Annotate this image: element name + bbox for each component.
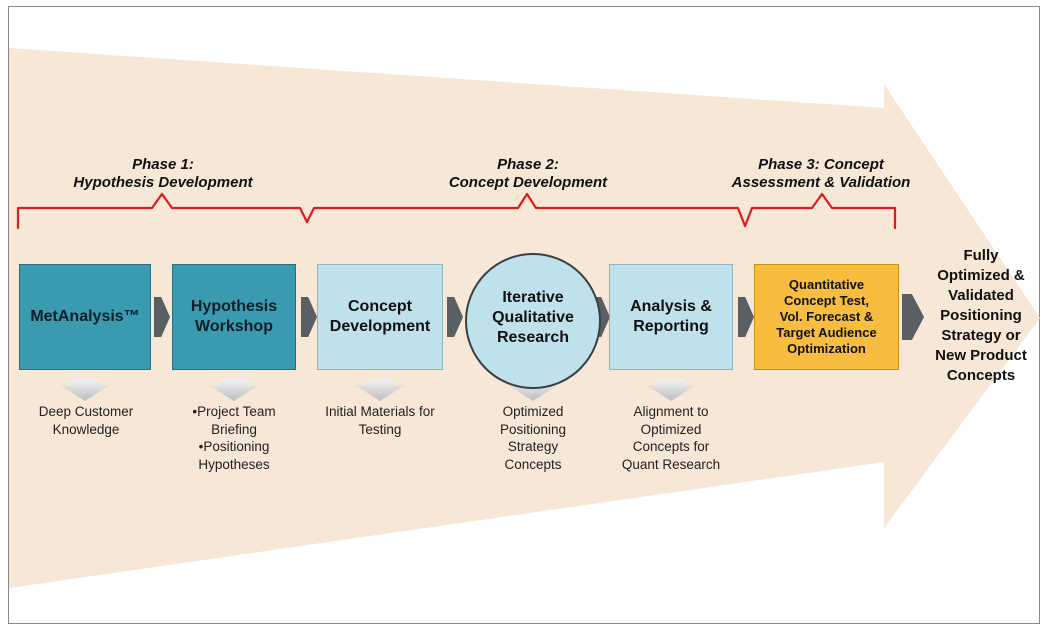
step-quantitative-test-label-5: Optimization: [787, 341, 866, 356]
connector-arrow-5-icon: [738, 297, 754, 337]
step-metanalysis-label: MetAnalysis™: [30, 308, 140, 325]
step-analysis-reporting-label-2: Reporting: [633, 318, 709, 335]
output-analysis-reporting: Alignment to Optimized Concepts for Quan…: [600, 403, 742, 473]
step-concept-development-label-1: Concept: [348, 298, 412, 315]
connector-arrow-1-icon: [154, 297, 170, 337]
output-analysis-reporting-line-1: Alignment to: [633, 404, 709, 419]
final-outcome-line-5: Strategy or: [941, 327, 1021, 344]
phase-1-title-line-2: Hypothesis Development: [73, 174, 253, 191]
step-concept-development-label-2: Development: [329, 318, 431, 335]
phase-1-title-line-1: Phase 1:: [132, 156, 194, 173]
output-analysis-reporting-line-3: Concepts for: [632, 439, 710, 454]
step-quantitative-test-label-2: Concept Test,: [783, 293, 869, 308]
output-qualitative-research-line-1: Optimized: [502, 404, 564, 419]
phase-1-bracket: [16, 192, 309, 230]
final-outcome-line-4: Positioning: [940, 307, 1022, 324]
output-hypothesis-workshop-line-1: •Project Team: [192, 404, 276, 419]
phase-1-title: Phase 1: Hypothesis Development: [48, 156, 278, 192]
output-hypothesis-workshop-line-2: Briefing: [211, 421, 257, 437]
step-qualitative-research-label-1: Iterative: [502, 289, 564, 306]
step-analysis-reporting-label-1: Analysis &: [630, 298, 712, 315]
output-metanalysis-line-1: Deep Customer: [38, 404, 134, 419]
output-hypothesis-workshop-line-4: Hypotheses: [198, 456, 270, 472]
output-concept-development-line-2: Testing: [358, 421, 402, 437]
final-outcome-line-2: Optimized &: [937, 267, 1025, 284]
final-outcome: Fully Optimized & Validated Positioning …: [922, 246, 1040, 386]
connector-arrow-2-icon: [301, 297, 317, 337]
step-quantitative-test-label-3: Vol. Forecast &: [779, 309, 874, 324]
step-concept-development-box: Concept Development: [317, 264, 443, 370]
step-quantitative-test-label-4: Target Audience: [776, 325, 877, 340]
step-qualitative-research-label: Iterative Qualitative Research: [465, 288, 601, 348]
connector-arrow-3-icon: [447, 297, 463, 337]
output-qualitative-research-line-2: Positioning: [499, 421, 567, 437]
step-analysis-reporting-box: Analysis & Reporting: [609, 264, 733, 370]
phase-3-title-line-2: Assessment & Validation: [731, 174, 911, 191]
output-analysis-reporting-line-4: Quant Research: [621, 456, 721, 472]
phase-2-bracket: [305, 192, 747, 228]
step-qualitative-research-label-3: Research: [496, 329, 570, 346]
output-qualitative-research: Optimized Positioning Strategy Concepts: [462, 403, 604, 473]
down-arrow-1-icon: [60, 379, 110, 401]
phase-2-title-line-2: Concept Development: [448, 174, 608, 191]
output-analysis-reporting-line-2: Optimized: [640, 421, 702, 437]
output-hypothesis-workshop-line-3: •Positioning: [198, 439, 270, 454]
step-hypothesis-workshop-label-1: Hypothesis: [190, 298, 278, 315]
step-metanalysis-box: MetAnalysis™: [19, 264, 151, 370]
step-qualitative-research-circle: [465, 253, 601, 389]
down-arrow-3-icon: [355, 379, 405, 401]
output-concept-development: Initial Materials for Testing: [306, 403, 454, 438]
step-quantitative-test-box: Quantitative Concept Test, Vol. Forecast…: [754, 264, 899, 370]
final-outcome-line-7: Concepts: [946, 367, 1016, 384]
output-qualitative-research-line-3: Strategy: [507, 439, 559, 454]
output-metanalysis-line-2: Knowledge: [52, 421, 120, 437]
phase-3-title: Phase 3: Concept Assessment & Validation: [708, 156, 934, 192]
phase-2-title: Phase 2: Concept Development: [418, 156, 638, 192]
output-qualitative-research-line-4: Concepts: [504, 456, 562, 472]
output-hypothesis-workshop: •Project Team Briefing •Positioning Hypo…: [164, 403, 304, 473]
down-arrow-2-icon: [209, 379, 259, 401]
final-outcome-line-1: Fully: [963, 247, 999, 264]
step-quantitative-test-label-1: Quantitative: [788, 277, 865, 292]
step-hypothesis-workshop-label-2: Workshop: [195, 318, 273, 335]
phase-2-title-line-1: Phase 2:: [497, 156, 559, 173]
down-arrow-5-icon: [646, 379, 696, 401]
phase-3-title-line-1: Phase 3: Concept: [758, 156, 884, 173]
connector-arrow-6-icon: [902, 294, 924, 340]
step-qualitative-research-label-2: Qualitative: [492, 309, 574, 326]
output-concept-development-line-1: Initial Materials for: [325, 404, 435, 419]
final-outcome-line-6: New Product: [935, 347, 1027, 364]
phase-3-bracket: [743, 192, 897, 230]
step-hypothesis-workshop-box: Hypothesis Workshop: [172, 264, 296, 370]
output-metanalysis: Deep Customer Knowledge: [16, 403, 156, 438]
final-outcome-line-3: Validated: [948, 287, 1014, 304]
